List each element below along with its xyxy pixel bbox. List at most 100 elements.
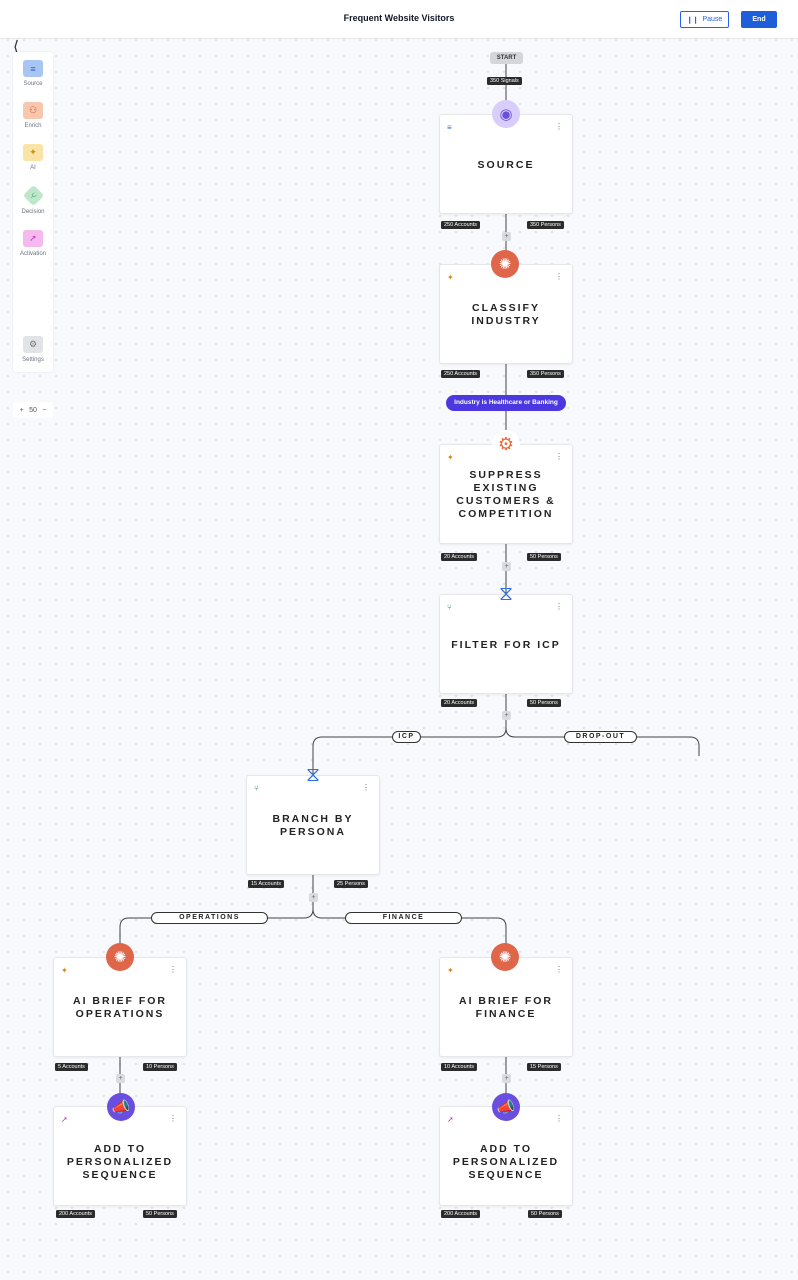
start-node: START <box>490 52 523 64</box>
starburst-icon: ✺ <box>491 250 519 278</box>
filter-funnel-icon: ⧖ <box>498 582 514 605</box>
node-title: CLASSIFY INDUSTRY <box>471 302 541 327</box>
zoom-control: + 50 − <box>13 402 53 418</box>
palette-label: Source <box>23 81 43 87</box>
node-palette: ≡ Source ⚇ Enrich ✦ AI ⑂ Decision ➚ Acti… <box>13 52 53 372</box>
palette-label: Enrich <box>24 123 42 129</box>
node-classify-industry[interactable]: ✦ ⋮ CLASSIFY INDUSTRY <box>439 264 573 364</box>
zoom-in-button[interactable]: + <box>19 406 24 414</box>
megaphone-icon: 📣 <box>492 1093 520 1121</box>
zoom-out-button[interactable]: − <box>42 406 47 414</box>
add-step-button[interactable]: + <box>502 562 511 571</box>
database-icon: ≡ <box>23 60 43 77</box>
rocket-icon: ➚ <box>23 230 43 247</box>
accounts-badge: 200 Accounts <box>441 1210 481 1218</box>
node-menu-icon[interactable]: ⋮ <box>555 965 563 974</box>
rocket-icon: ➚ <box>447 1115 454 1124</box>
top-bar: Frequent Website Visitors ❙❙ Pause End <box>0 0 798 39</box>
pause-icon: ❙❙ <box>686 16 699 24</box>
add-step-button[interactable]: + <box>309 893 318 902</box>
condition-pill[interactable]: Industry is Healthcare or Banking <box>446 395 566 411</box>
node-title: AI BRIEF FOR OPERATIONS <box>73 995 167 1020</box>
accounts-badge: 20 Accounts <box>441 553 477 561</box>
workflow-title: Frequent Website Visitors <box>343 13 455 23</box>
node-menu-icon[interactable]: ⋮ <box>169 965 177 974</box>
node-ai-brief-operations[interactable]: ✦ ⋮ AI BRIEF FOR OPERATIONS <box>53 957 187 1057</box>
branch-label-operations[interactable]: OPERATIONS <box>151 912 268 924</box>
persons-badge: 50 Persons <box>527 553 561 561</box>
accounts-badge: 10 Accounts <box>441 1063 477 1071</box>
persons-badge: 15 Persons <box>527 1063 561 1071</box>
megaphone-icon: 📣 <box>107 1093 135 1121</box>
add-step-button[interactable]: + <box>116 1074 125 1083</box>
persons-badge: 25 Persons <box>334 880 368 888</box>
branch-icon: ⑂ <box>254 784 259 793</box>
palette-item-activation[interactable]: ➚ Activation <box>13 230 53 257</box>
node-title: SOURCE <box>477 158 535 171</box>
persons-badge: 10 Persons <box>143 1063 177 1071</box>
node-title: ADD TO PERSONALIZED SEQUENCE <box>66 1142 174 1181</box>
end-button[interactable]: End <box>741 11 777 28</box>
add-step-button[interactable]: + <box>502 232 511 241</box>
brain-icon: ◉ <box>492 100 520 128</box>
magic-wand-icon: ✦ <box>23 144 43 161</box>
accounts-badge: 15 Accounts <box>248 880 284 888</box>
palette-label: Activation <box>19 251 46 257</box>
starburst-icon: ✺ <box>106 943 134 971</box>
node-title: ADD TO PERSONALIZED SEQUENCE <box>452 1142 560 1181</box>
node-source[interactable]: ≡ ⋮ SOURCE <box>439 114 573 214</box>
palette-item-source[interactable]: ≡ Source <box>13 60 53 87</box>
settings-label: Settings <box>22 357 44 363</box>
node-suppress[interactable]: ✦ ⋮ SUPPRESS EXISTING CUSTOMERS & COMPET… <box>439 444 573 544</box>
persons-badge: 350 Persons <box>527 221 564 229</box>
node-filter-icp[interactable]: ⑂ ⋮ FILTER FOR ICP <box>439 594 573 694</box>
persons-badge: 50 Persons <box>527 699 561 707</box>
branch-label-finance[interactable]: FINANCE <box>345 912 462 924</box>
node-menu-icon[interactable]: ⋮ <box>555 1114 563 1123</box>
palette-item-decision[interactable]: ⑂ Decision <box>13 184 53 215</box>
palette-item-enrich[interactable]: ⚇ Enrich <box>13 102 53 129</box>
magic-wand-icon: ✦ <box>447 453 454 462</box>
settings-button[interactable]: ⚙ Settings <box>13 336 53 363</box>
database-icon: ≡ <box>447 123 452 132</box>
gear-icon: ⚙ <box>23 336 43 353</box>
node-menu-icon[interactable]: ⋮ <box>169 1114 177 1123</box>
branch-label-icp[interactable]: ICP <box>392 731 421 743</box>
branch-icon: ⑂ <box>447 603 452 612</box>
accounts-badge: 200 Accounts <box>56 1210 96 1218</box>
persons-badge: 50 Persons <box>143 1210 177 1218</box>
accounts-badge: 20 Accounts <box>441 699 477 707</box>
accounts-badge: 250 Accounts <box>441 370 481 378</box>
starburst-icon: ✺ <box>491 943 519 971</box>
pause-button[interactable]: ❙❙ Pause <box>680 11 729 28</box>
hubspot-icon: ⚙ <box>492 430 520 458</box>
persons-badge: 50 Persons <box>528 1210 562 1218</box>
magic-wand-icon: ✦ <box>61 966 68 975</box>
rocket-icon: ➚ <box>61 1115 68 1124</box>
node-add-sequence-finance[interactable]: ➚ ⋮ ADD TO PERSONALIZED SEQUENCE <box>439 1106 573 1206</box>
accounts-badge: 250 Accounts <box>441 221 481 229</box>
node-menu-icon[interactable]: ⋮ <box>362 783 370 792</box>
node-branch-persona[interactable]: ⑂ ⋮ BRANCH BY PERSONA <box>246 775 380 875</box>
node-ai-brief-finance[interactable]: ✦ ⋮ AI BRIEF FOR FINANCE <box>439 957 573 1057</box>
signals-badge: 350 Signals <box>487 77 522 85</box>
palette-label: Decision <box>21 209 45 215</box>
persons-badge: 350 Persons <box>527 370 564 378</box>
branch-label-dropout[interactable]: DROP-OUT <box>564 731 637 743</box>
node-menu-icon[interactable]: ⋮ <box>555 272 563 281</box>
zoom-level: 50 <box>29 406 37 414</box>
add-step-button[interactable]: + <box>502 711 511 720</box>
filter-funnel-icon: ⧖ <box>305 763 321 786</box>
node-title: BRANCH BY PERSONA <box>272 813 354 838</box>
node-menu-icon[interactable]: ⋮ <box>555 452 563 461</box>
node-add-sequence-operations[interactable]: ➚ ⋮ ADD TO PERSONALIZED SEQUENCE <box>53 1106 187 1206</box>
node-menu-icon[interactable]: ⋮ <box>555 122 563 131</box>
accounts-badge: 5 Accounts <box>55 1063 88 1071</box>
palette-item-ai[interactable]: ✦ AI <box>13 144 53 171</box>
collapse-sidebar-icon[interactable]: ⟨ <box>13 39 20 56</box>
node-title: FILTER FOR ICP <box>451 638 561 651</box>
add-step-button[interactable]: + <box>502 1074 511 1083</box>
node-menu-icon[interactable]: ⋮ <box>555 602 563 611</box>
enrich-icon: ⚇ <box>23 102 43 119</box>
